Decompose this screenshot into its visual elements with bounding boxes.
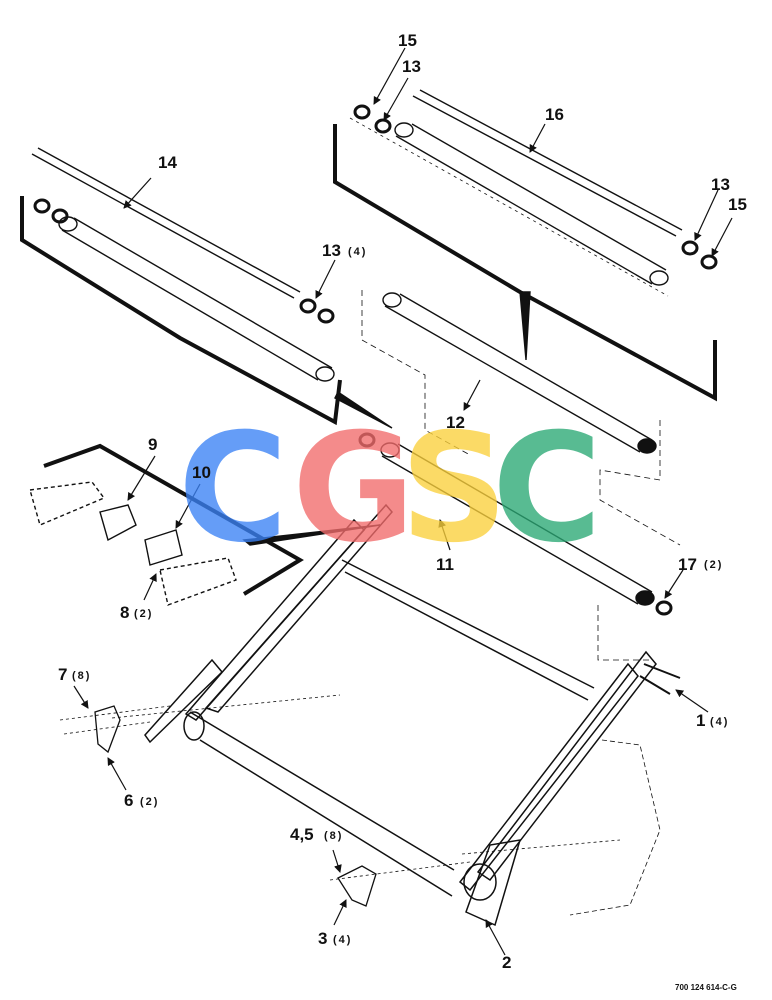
label-7-qty: (8) xyxy=(72,670,91,682)
label-9: 9 xyxy=(148,435,157,454)
label-3-qty: (4) xyxy=(333,934,352,946)
label-2: 2 xyxy=(502,953,511,972)
label-6-qty: (2) xyxy=(140,796,159,808)
label-8: 8 xyxy=(120,603,129,622)
label-4-5-qty: (8) xyxy=(324,830,343,842)
label-13-top: 13 xyxy=(402,57,421,76)
leader-lines xyxy=(73,47,733,956)
label-11: 11 xyxy=(436,555,454,574)
cgsc-watermark: C G S C xyxy=(178,402,602,576)
label-15-right: 15 xyxy=(728,195,747,214)
callout-labels: 15 13 16 14 13 15 13 (4) 12 9 10 11 17 (… xyxy=(58,31,747,992)
label-13-left: 13 xyxy=(322,241,341,260)
label-12: 12 xyxy=(446,413,465,432)
label-10: 10 xyxy=(192,463,211,482)
roller-assembly-16 xyxy=(333,89,718,402)
label-1-qty: (4) xyxy=(710,716,729,728)
roller-assembly-14 xyxy=(20,147,393,429)
label-16: 16 xyxy=(545,105,564,124)
label-3: 3 xyxy=(318,929,327,948)
watermark-letter-g: G xyxy=(292,402,415,576)
label-13-left-qty: (4) xyxy=(348,246,367,258)
label-7: 7 xyxy=(58,665,67,684)
watermark-letter-c1: C xyxy=(178,402,288,576)
label-6: 6 xyxy=(124,791,133,810)
drawing-code: 700 124 614-C-G xyxy=(675,983,737,992)
center-roller-12 xyxy=(361,290,681,546)
lower-roller-11 xyxy=(358,432,673,661)
label-8-qty: (2) xyxy=(134,608,153,620)
fasteners xyxy=(59,663,681,907)
label-13-right: 13 xyxy=(711,175,730,194)
watermark-letter-s: S xyxy=(400,402,508,576)
label-1: 1 xyxy=(696,711,705,730)
watermark-letter-c2: C xyxy=(492,402,602,576)
label-17: 17 xyxy=(678,555,697,574)
label-15-top: 15 xyxy=(398,31,417,50)
label-4-5: 4,5 xyxy=(290,825,314,844)
label-14: 14 xyxy=(158,153,177,172)
label-17-qty: (2) xyxy=(704,559,723,571)
